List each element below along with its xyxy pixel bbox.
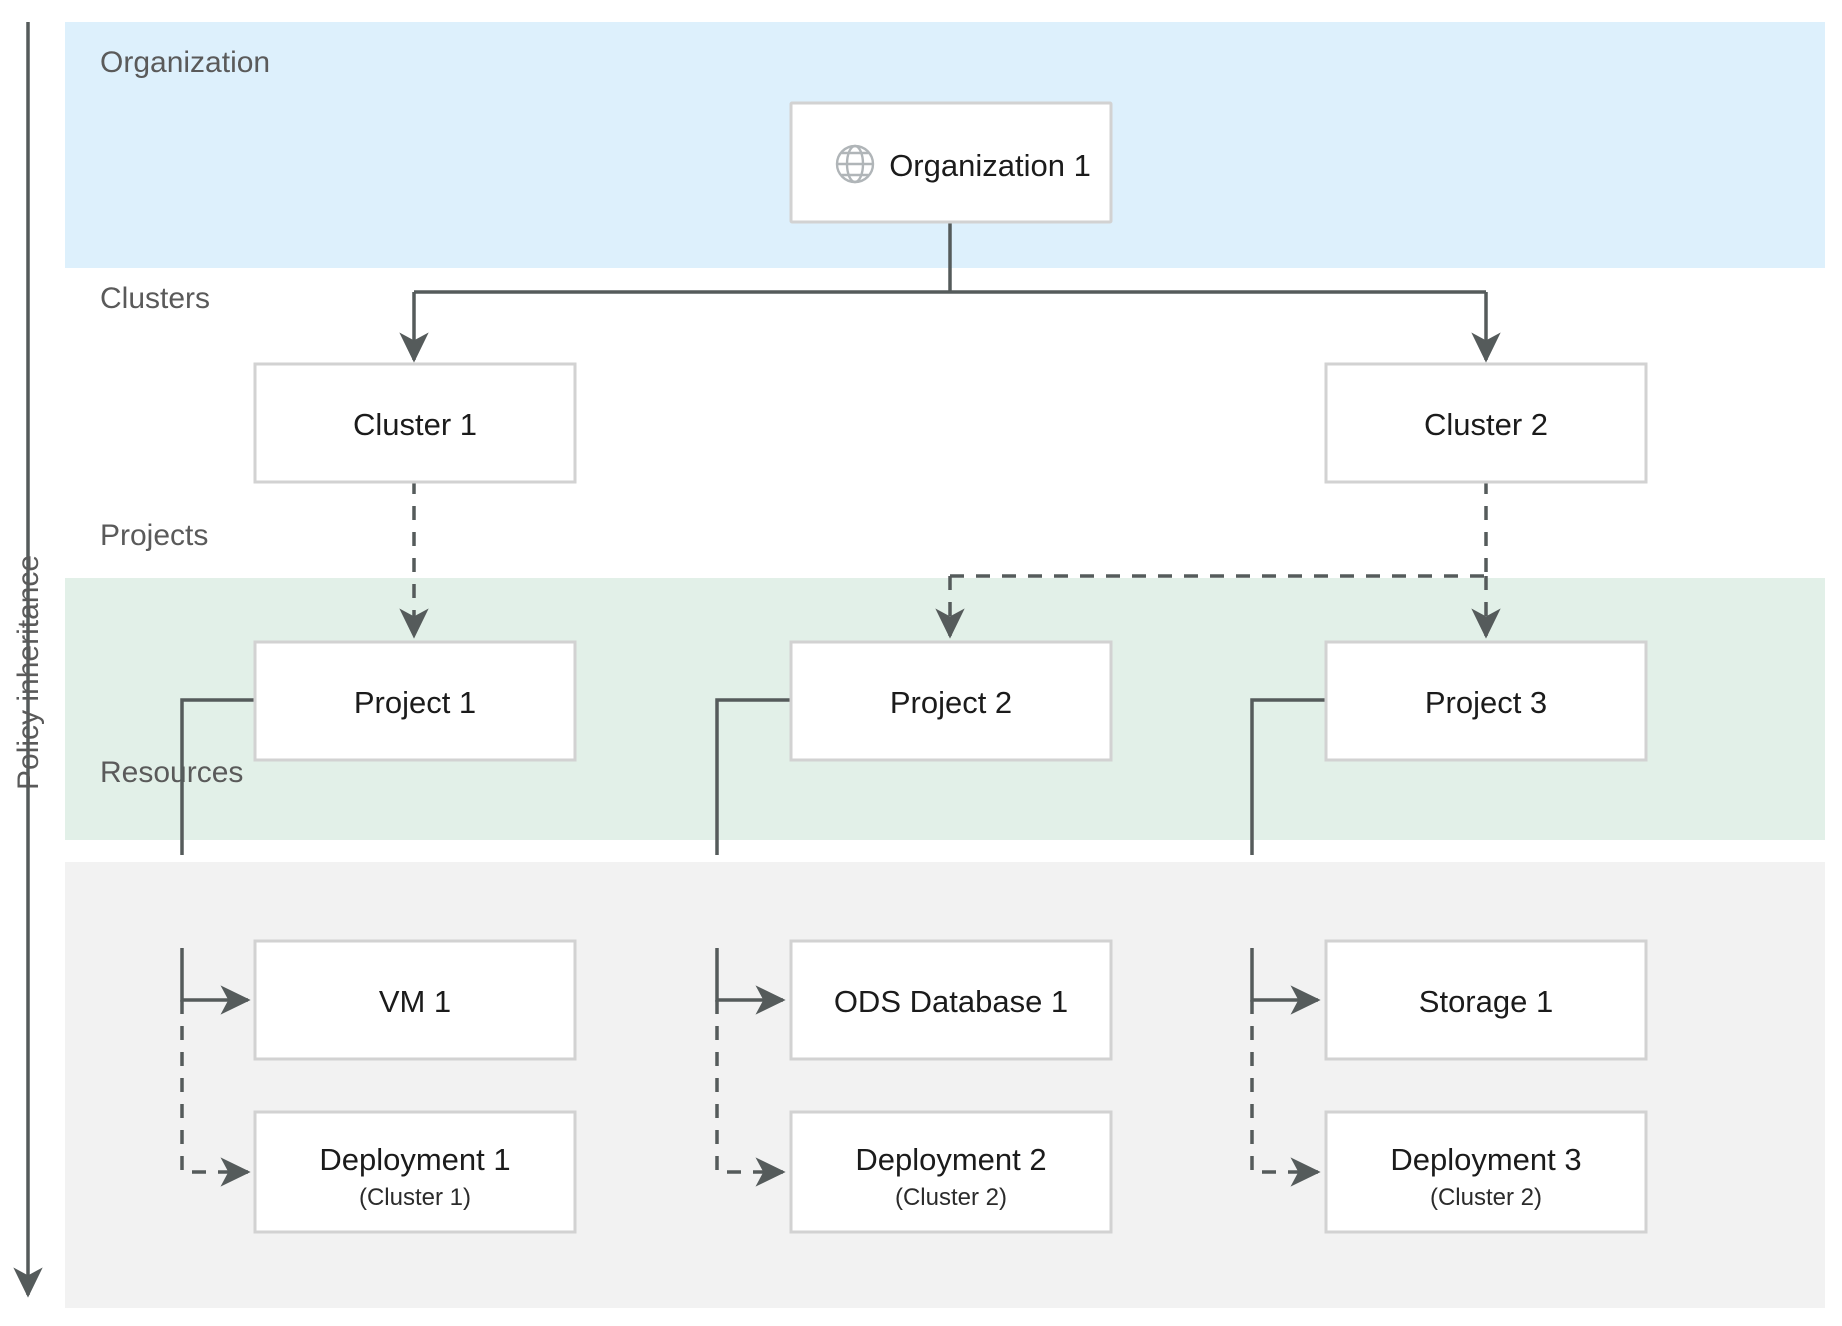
node-vm-1[interactable]: VM 1 [253,939,577,1061]
node-deployment-1-label: Deployment 1 [319,1142,510,1177]
edge-project-1-to-deployment-1 [180,1000,251,1187]
node-organization-1-box[interactable] [789,101,1113,224]
node-ods-database-1-label: ODS Database 1 [834,984,1068,1019]
node-project-3-box[interactable] [1324,640,1648,762]
node-project-1-label: Project 1 [354,685,476,720]
edge-project-2-elbow [715,698,790,855]
band-projects-label: Projects [100,519,208,552]
node-project-2[interactable]: Project 2 [789,640,1113,762]
edge-project-3-to-deployment-3 [1250,1000,1321,1187]
node-storage-1-box[interactable] [1324,939,1648,1061]
node-project-1-box[interactable] [253,640,577,762]
node-ods-database-1[interactable]: ODS Database 1 [789,939,1113,1061]
policy-inheritance-axis: Policy inheritance [12,22,45,1298]
node-cluster-2-box[interactable] [1324,362,1648,484]
node-ods-database-1-box[interactable] [789,939,1113,1061]
node-project-3[interactable]: Project 3 [1324,640,1648,762]
node-deployment-1-sublabel: (Cluster 1) [359,1184,471,1211]
node-project-2-box[interactable] [789,640,1113,762]
node-deployment-2[interactable]: Deployment 2 (Cluster 2) [789,1110,1113,1234]
node-organization-1[interactable]: Organization 1 [789,101,1113,224]
node-deployment-3-label: Deployment 3 [1390,1142,1581,1177]
edge-project-2-to-deployment-2 [715,1000,786,1187]
node-vm-1-box[interactable] [253,939,577,1061]
edge-cluster2-to-projects [935,480,1501,639]
node-storage-1[interactable]: Storage 1 [1324,939,1648,1061]
node-deployment-3-box[interactable] [1324,1110,1648,1234]
band-organization-label: Organization [100,46,270,79]
node-deployment-3-sublabel: (Cluster 2) [1430,1184,1542,1211]
node-deployment-2-box[interactable] [789,1110,1113,1234]
band-resources: Resources [65,756,1825,1308]
band-clusters-label: Clusters [100,282,210,315]
edge-project3-to-resources [1250,698,1325,1187]
node-cluster-1-box[interactable] [253,362,577,484]
node-deployment-3[interactable]: Deployment 3 (Cluster 2) [1324,1110,1648,1234]
node-deployment-1-box[interactable] [253,1110,577,1234]
policy-inheritance-label: Policy inheritance [12,555,45,790]
band-resources-background [65,862,1825,1308]
node-deployment-2-label: Deployment 2 [855,1142,1046,1177]
node-vm-1-label: VM 1 [379,984,451,1019]
edge-organization-to-clusters [399,222,1501,363]
band-resources-label: Resources [100,756,243,789]
node-project-1[interactable]: Project 1 [253,640,577,762]
node-project-2-label: Project 2 [890,685,1012,720]
node-deployment-2-sublabel: (Cluster 2) [895,1184,1007,1211]
globe-icon [835,144,875,184]
node-cluster-1[interactable]: Cluster 1 [253,362,577,484]
band-clusters: Clusters [100,282,210,315]
node-cluster-2[interactable]: Cluster 2 [1324,362,1648,484]
node-storage-1-label: Storage 1 [1419,984,1553,1019]
node-project-3-label: Project 3 [1425,685,1547,720]
node-cluster-2-label: Cluster 2 [1424,407,1548,442]
edge-project-3-elbow [1250,698,1325,855]
edge-project1-to-resources [180,698,255,1187]
node-organization-1-label: Organization 1 [889,148,1091,183]
node-deployment-1[interactable]: Deployment 1 (Cluster 1) [253,1110,577,1234]
node-cluster-1-label: Cluster 1 [353,407,477,442]
edge-project-1-elbow [180,698,255,855]
edge-project2-to-resources [715,698,790,1187]
